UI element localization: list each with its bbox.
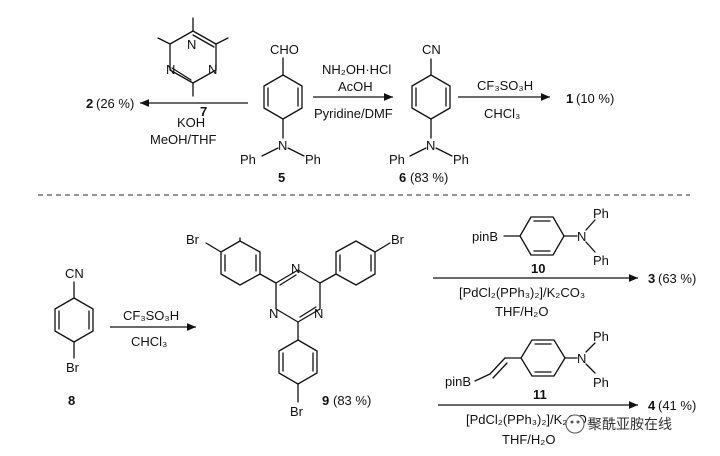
reagent-nh2oh-hcl: NH₂OH·HCl <box>322 62 391 77</box>
ph-group: Ph <box>453 152 469 167</box>
reagent-koh: KOH <box>177 115 205 130</box>
compound-9-label: 9 <box>322 393 329 408</box>
product-4-label: 4 <box>648 398 656 413</box>
reagent-pd-catalyst: [PdCl₂(PPh₃)₂]/K₂CO₃ <box>466 412 592 427</box>
product-2-label: 2 <box>86 96 93 111</box>
compound-6-structure: CN N Ph Ph <box>389 42 469 167</box>
n-atom: N <box>278 138 287 153</box>
compound-8-label: 8 <box>68 393 75 408</box>
br-atom: Br <box>66 360 80 375</box>
ph-group: Ph <box>240 152 256 167</box>
product-1-label: 1 <box>566 91 573 106</box>
watermark-text: 聚酰亚胺在线 <box>588 416 672 432</box>
reagent-cf3so3h: CF₃SO₃H <box>123 308 179 323</box>
compound-9-structure: N N N Br Br Br <box>186 232 405 419</box>
n-atom: N <box>166 62 175 77</box>
n-atom: N <box>208 62 217 77</box>
n-atom: N <box>291 261 300 276</box>
ph-group: Ph <box>389 152 405 167</box>
compound-10-label: 10 <box>531 261 545 276</box>
n-atom: N <box>269 306 278 321</box>
n-atom: N <box>577 351 586 366</box>
compound-7-structure: N N N <box>157 17 229 97</box>
reagent-pyridine-dmf: Pyridine/DMF <box>314 106 393 121</box>
compound-5-label: 5 <box>278 170 285 185</box>
reagent-thf-water: THF/H₂O <box>502 432 555 447</box>
ph-group: Ph <box>593 206 609 221</box>
n-atom: N <box>577 229 586 244</box>
reagent-acoh: AcOH <box>338 79 373 94</box>
reagent-pd-catalyst: [PdCl₂(PPh₃)₂]/K₂CO₃ <box>459 285 585 300</box>
ph-group: Ph <box>593 329 609 344</box>
compound-11-structure: pinB N Ph Ph <box>445 329 609 390</box>
ph-group: Ph <box>305 152 321 167</box>
compound-11-label: 11 <box>533 387 547 402</box>
pinb-group: pinB <box>472 229 498 244</box>
reagent-cf3so3h: CF₃SO₃H <box>477 78 533 93</box>
compound-8-structure: CN Br <box>54 266 94 375</box>
n-atom: N <box>314 306 323 321</box>
compound-5-structure: CHO N Ph Ph <box>240 42 321 167</box>
watermark: 聚酰亚胺在线 <box>565 414 672 434</box>
pinb-group: pinB <box>445 374 471 389</box>
product-3-yield: (63 %) <box>658 271 696 286</box>
cn-group: CN <box>422 42 441 57</box>
compound-10-structure: pinB N Ph Ph <box>472 206 609 268</box>
product-2-yield: (26 %) <box>96 96 134 111</box>
reagent-meoh-thf: MeOH/THF <box>150 132 217 147</box>
compound-7-label: 7 <box>200 104 207 119</box>
br-atom: Br <box>186 232 200 247</box>
br-atom: Br <box>290 404 304 419</box>
reagent-chcl3: CHCl₃ <box>131 334 167 349</box>
n-atom: N <box>426 138 435 153</box>
compound-6-yield: (83 %) <box>410 170 448 185</box>
ph-group: Ph <box>593 253 609 268</box>
cho-group: CHO <box>270 42 299 57</box>
reagent-chcl3: CHCl₃ <box>484 106 520 121</box>
reagent-thf-water: THF/H₂O <box>495 304 548 319</box>
ph-group: Ph <box>593 375 609 390</box>
product-1-yield: (10 %) <box>576 91 614 106</box>
n-atom: N <box>187 37 196 52</box>
cn-group: CN <box>65 266 84 281</box>
br-atom: Br <box>391 232 405 247</box>
product-3-label: 3 <box>648 271 655 286</box>
compound-9-yield: (83 %) <box>333 393 371 408</box>
product-4-yield: (41 %) <box>658 398 696 413</box>
compound-6-label: 6 <box>399 170 406 185</box>
